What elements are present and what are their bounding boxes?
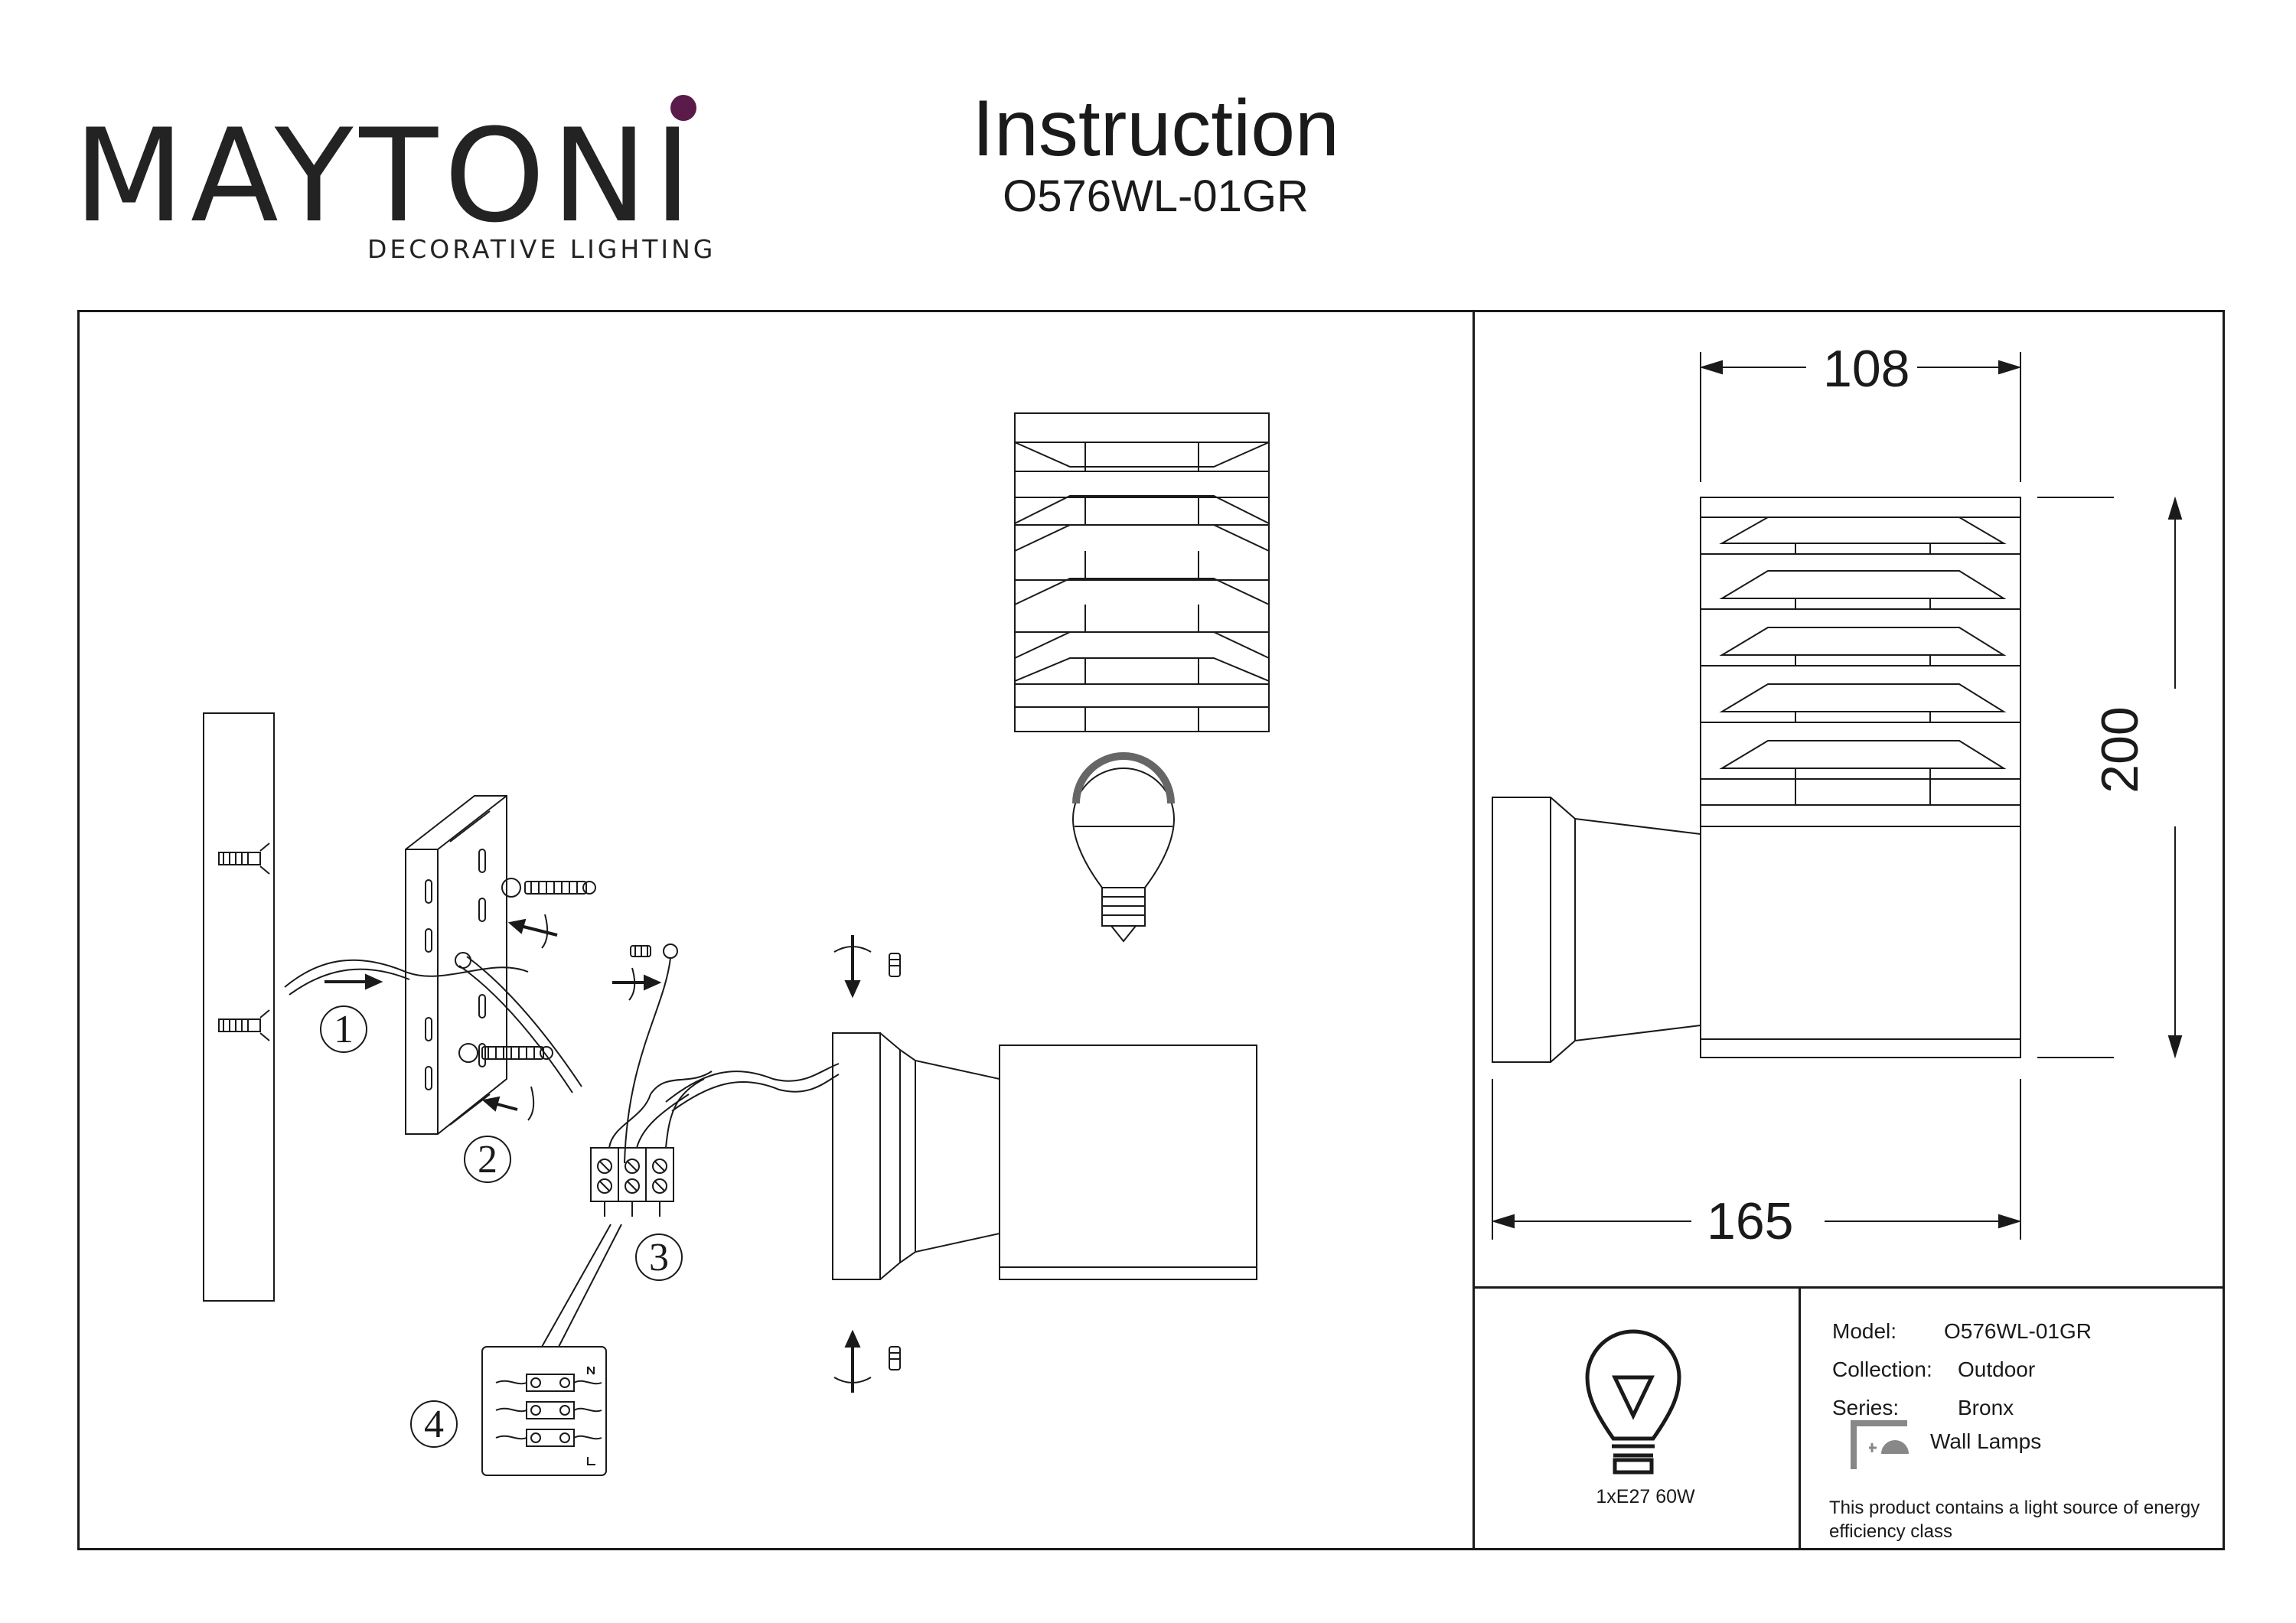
wall-strip [203,712,275,1302]
frame-divider-vertical [1473,310,1475,1550]
dimension-height: 200 [2091,699,2149,801]
logo-tagline: DECORATIVE LIGHTING [367,234,716,264]
wall-anchor-upper [218,842,270,875]
logo-wordmark: MAYTONI [73,101,698,251]
document-model-code: O576WL-01GR [1003,171,1309,221]
fixing-screw-bottom [833,1329,901,1393]
detail-callout-lines [541,1224,622,1348]
arrow-step-1 [325,973,383,990]
arrow-step-2-upper [507,914,558,949]
model-label: Model: [1832,1319,1897,1343]
logo-accent-dot [670,95,696,121]
wall-lamp-icon [1851,1420,1909,1469]
arrow-step-3 [612,967,662,1001]
screw-lower [458,1043,553,1063]
plate-cable [466,956,582,1087]
collection-label: Collection: [1832,1357,1932,1381]
series-label: Series: [1832,1396,1900,1419]
spec-divider-vertical [1799,1286,1801,1550]
dimension-drawing [1491,352,2183,1240]
terminal-detail [481,1346,607,1476]
series-value: Bronx [1958,1396,2014,1419]
step-number-3: 3 [635,1234,683,1281]
type-value: Wall Lamps [1930,1429,2042,1453]
step-number-2: 2 [464,1136,511,1183]
bulb-drawing [1071,752,1176,943]
instruction-frame [77,310,2225,1550]
light-bulb-icon [1585,1329,1681,1475]
fixture-body [832,1032,1257,1280]
fixing-screw-top [833,935,901,999]
document-title: Instruction [972,84,1339,173]
fixture-cable [665,1063,840,1103]
collection-value: Outdoor [1958,1357,2036,1381]
bulb-spec: 1xE27 60W [1596,1486,1695,1507]
dimension-width: 108 [1815,343,1918,395]
mounting-plate [405,795,507,1135]
louvre-shade [1014,412,1270,732]
screw-upper [501,878,596,898]
frame-divider-horizontal [1473,1286,2225,1289]
brand-logo: MAYTONI DECORATIVE LIGHTING [73,89,716,272]
dimension-depth: 165 [1699,1195,1802,1247]
step-number-4: 4 [410,1400,458,1448]
arrow-step-2-lower [481,1086,535,1121]
earth-screw [624,943,678,1164]
step-number-1: 1 [320,1005,367,1053]
wall-anchor-lower [218,1009,270,1041]
terminal-block [590,1071,713,1217]
energy-note: This product contains a light source of … [1829,1498,2200,1542]
model-value: O576WL-01GR [1944,1319,2092,1343]
